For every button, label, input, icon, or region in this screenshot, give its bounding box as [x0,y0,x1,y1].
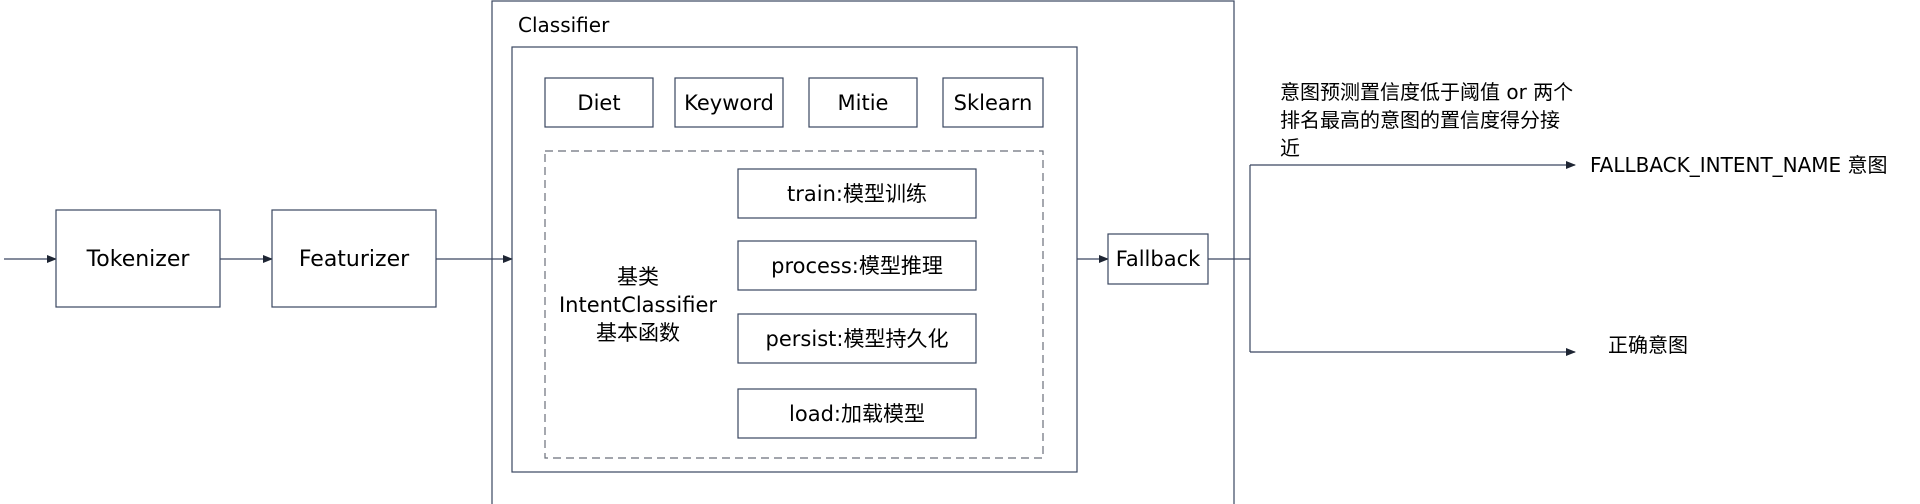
function-label-load: load:加载模型 [789,402,925,426]
function-box-train [737,168,977,219]
model-label-mitie: Mitie [838,91,889,115]
model-box-keyword [674,77,784,128]
model-label-keyword: Keyword [684,91,774,115]
model-box-mitie [808,77,918,128]
featurizer-box [271,209,437,308]
base-class-label-line3: 基本函数 [596,321,680,345]
classifier-outer-box [491,0,1235,504]
featurizer-label: Featurizer [299,247,410,272]
fallback-box [1107,233,1209,285]
function-box-load [737,388,977,439]
model-box-sklearn [942,77,1044,128]
function-box-persist [737,313,977,364]
model-label-sklearn: Sklearn [954,91,1033,115]
base-class-label-line1: 基类 [617,265,659,289]
model-box-diet [544,77,654,128]
model-label-diet: Diet [577,91,620,115]
tokenizer-box [55,209,221,308]
correct-intent-label: 正确意图 [1608,333,1688,357]
base-class-dashed-box [544,150,1044,459]
fallback-label: Fallback [1116,247,1201,271]
classifier-title: Classifier [518,13,610,37]
base-class-label-line2: IntentClassifier [559,293,717,317]
function-label-process: process:模型推理 [771,254,943,278]
fallback-intent-label: FALLBACK_INTENT_NAME 意图 [1590,153,1888,177]
tokenizer-label: Tokenizer [86,247,191,272]
condition-text-line3: 近 [1280,136,1300,160]
function-label-persist: persist:模型持久化 [766,327,949,351]
function-label-train: train:模型训练 [787,182,927,206]
function-box-process [737,240,977,291]
condition-text-line2: 排名最高的意图的置信度得分接 [1280,108,1560,132]
condition-text-line1: 意图预测置信度低于阈值 or 两个 [1280,80,1573,104]
